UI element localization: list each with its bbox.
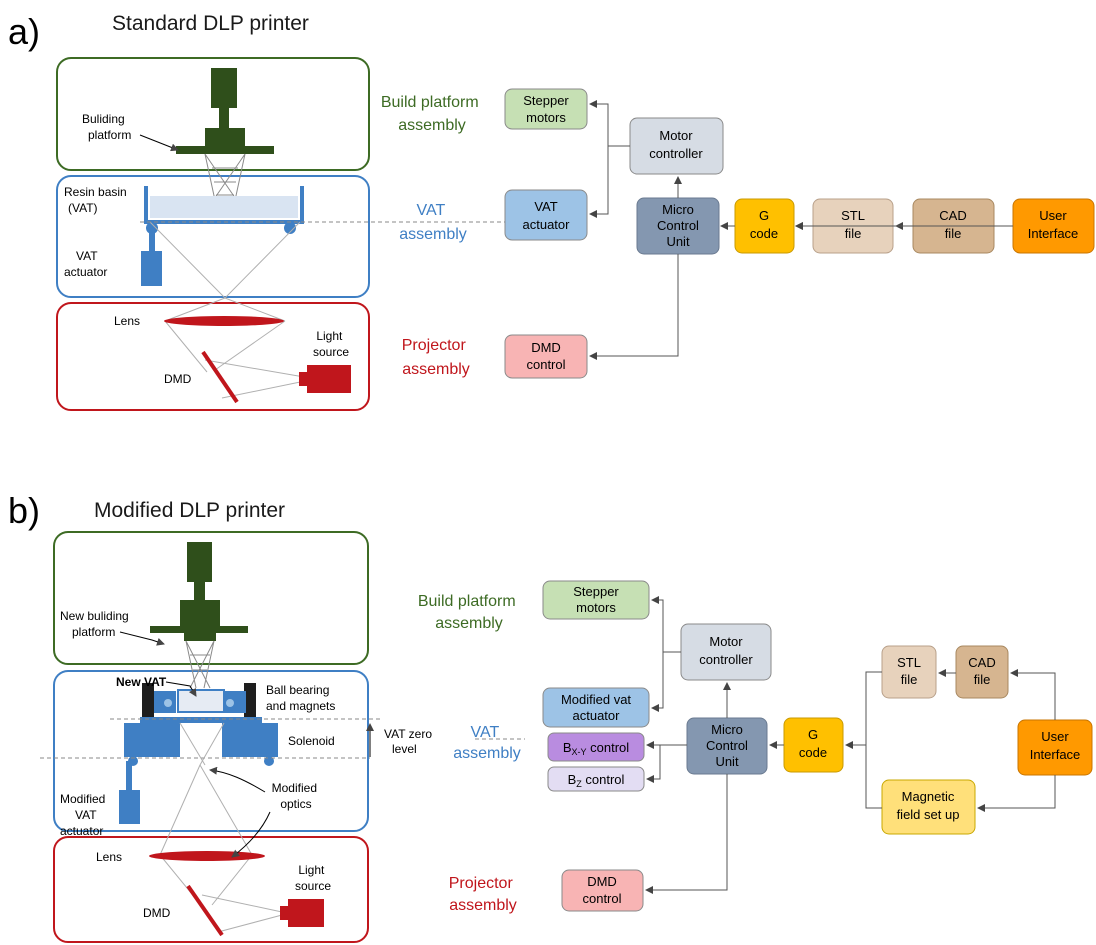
build-platform-drawing-b [150, 542, 248, 641]
projector-assembly-label-a: Projector assembly [402, 337, 470, 378]
svg-text:BX-Y control: BX-Y control [563, 740, 629, 757]
light-paths-a [149, 221, 311, 399]
modified-optics-pointer-1-b [209, 766, 266, 793]
light-source-a [299, 365, 351, 393]
lens-label-a: Lens [114, 314, 140, 328]
build-platform-drawing-a [176, 68, 274, 154]
panel-b-title: Modified DLP printer [94, 499, 285, 522]
dmd-label-b: DMD [143, 906, 171, 920]
printed-lattice-b [185, 640, 215, 689]
modified-optics-pointer-2-b [231, 811, 271, 858]
building-platform-label-a: Buliding platform [82, 112, 131, 142]
build-platform-frame-b [53, 531, 369, 665]
svg-text:BZ control: BZ control [568, 772, 625, 789]
projector-assembly-label-b: Projector assembly [449, 875, 517, 914]
dmd-mirror-b [186, 884, 224, 937]
resin-basin-label-a: Resin basin (VAT) [64, 185, 130, 215]
solenoid-label-b: Solenoid [288, 734, 335, 748]
light-source-label-a: Light source [313, 329, 349, 359]
vat-assembly-label-a: VAT assembly [399, 202, 467, 243]
panel-a-title: Standard DLP printer [112, 12, 309, 35]
projector-frame-b [53, 836, 369, 943]
new-building-platform-pointer-b [119, 631, 165, 646]
vat-actuator-label-a: VAT actuator [64, 249, 107, 279]
bxy-control-box-b: BX-Y control [547, 732, 645, 762]
new-vat-pointer-b [165, 681, 197, 697]
vat-frame-a [56, 175, 370, 298]
build-platform-frame-a [56, 57, 370, 171]
build-assembly-label-a: Build platform assembly [381, 94, 483, 134]
building-platform-pointer-a [139, 134, 179, 152]
vat-frame-b [53, 670, 369, 832]
panel-b: b) Modified DLP printer [8, 490, 1093, 943]
panel-b-letter: b) [8, 490, 40, 531]
resin-vat-a [141, 186, 304, 286]
vat-assembly-label-b: VAT assembly [453, 724, 521, 762]
connectors-b [645, 596, 1056, 894]
panel-a: a) Standard DLP printer [8, 11, 1095, 411]
modified-vat-drawing-b [119, 683, 278, 824]
modified-optics-label-b: Modified optics [272, 781, 321, 811]
light-source-b [280, 899, 324, 927]
build-assembly-label-b: Build platform assembly [418, 593, 520, 632]
ball-bearing-label-b: Ball bearing and magnets [266, 683, 335, 713]
connectors-a [589, 100, 1013, 360]
light-source-label-b: Light source [295, 863, 331, 893]
lens-label-b: Lens [96, 850, 122, 864]
panel-a-letter: a) [8, 11, 40, 52]
modified-vat-actuator-label-b: Modified VAT actuator [60, 792, 109, 838]
dmd-label-a: DMD [164, 372, 192, 386]
lens-a [164, 316, 284, 326]
bz-control-box-b: BZ control [547, 766, 645, 792]
new-building-platform-label-b: New buliding platform [60, 609, 132, 639]
vat-zero-level-label-b: VAT zero level [384, 727, 435, 756]
dmd-mirror-a [201, 350, 239, 404]
new-vat-label-b: New VAT [116, 675, 167, 689]
lens-b [149, 851, 265, 861]
